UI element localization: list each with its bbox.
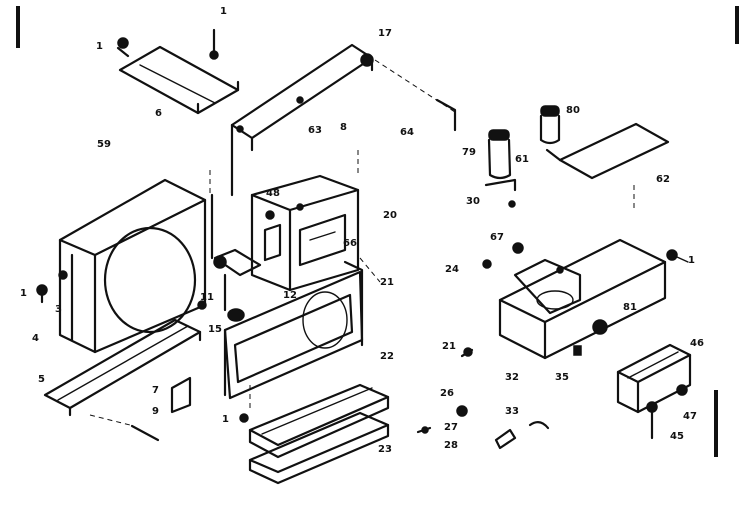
screw-30	[508, 200, 516, 208]
fitting-35	[573, 319, 608, 356]
part-label-63: 63	[308, 125, 322, 136]
top-cover-plate	[118, 45, 240, 115]
part-label-66: 66	[343, 238, 357, 249]
part-label-64: 64	[400, 127, 414, 138]
bracket-support	[210, 193, 227, 312]
motor-mount-12	[213, 248, 262, 277]
screw-26	[460, 347, 474, 358]
pin-9	[130, 424, 160, 442]
part-label-9: 9	[152, 406, 159, 417]
cover-plate-62	[545, 122, 670, 180]
part-label-17: 17	[378, 28, 392, 39]
part-label-8: 8	[340, 122, 347, 133]
capacitor-79	[484, 129, 517, 192]
part-label-80: 80	[566, 105, 580, 116]
part-label-62: 62	[656, 174, 670, 185]
blower-housing-81	[498, 238, 667, 360]
condenser-cabinet	[58, 178, 207, 354]
leader-base	[89, 414, 131, 426]
part-label-1: 1	[688, 255, 695, 266]
clip-15	[227, 308, 245, 322]
part-label-6: 6	[155, 108, 162, 119]
base-pan-22	[248, 383, 390, 459]
front-panel-21	[223, 260, 364, 400]
part-label-48: 48	[266, 188, 280, 199]
part-label-30: 30	[466, 196, 480, 207]
screw-1-right	[666, 249, 689, 263]
part-label-3: 3	[55, 304, 62, 315]
part-label-47: 47	[683, 411, 697, 422]
screw-1-left	[36, 284, 48, 304]
part-label-26: 26	[440, 388, 454, 399]
part-label-28: 28	[444, 440, 458, 451]
part-label-24: 24	[445, 264, 459, 275]
part-label-33: 33	[505, 406, 519, 417]
base-pan-23	[248, 411, 390, 485]
part-label-59: 59	[97, 139, 111, 150]
part-label-4: 4	[32, 333, 39, 344]
screw-64	[435, 98, 457, 132]
part-label-45: 45	[670, 431, 684, 442]
part-label-1: 1	[220, 6, 227, 17]
base-rail-5	[43, 318, 202, 417]
part-label-20: 20	[383, 210, 397, 221]
screw-24	[482, 259, 492, 269]
part-label-11: 11	[200, 292, 214, 303]
part-label-67: 67	[490, 232, 504, 243]
part-label-35: 35	[555, 372, 569, 383]
clip-33	[494, 421, 550, 450]
screw-1-top-left	[116, 37, 130, 58]
top-long-bracket	[230, 43, 374, 197]
part-label-1: 1	[222, 414, 229, 425]
part-label-22: 22	[380, 351, 394, 362]
screw-28	[416, 426, 432, 434]
access-cover-46	[616, 343, 692, 414]
part-label-79: 79	[462, 147, 476, 158]
part-label-1: 1	[20, 288, 27, 299]
part-label-5: 5	[38, 374, 45, 385]
bracket-7	[170, 376, 192, 414]
screw-1-panel	[239, 413, 249, 423]
part-label-1: 1	[96, 41, 103, 52]
part-label-27: 27	[444, 422, 458, 433]
part-label-15: 15	[208, 324, 222, 335]
part-label-21: 21	[442, 341, 456, 352]
part-label-7: 7	[152, 385, 159, 396]
part-label-23: 23	[378, 444, 392, 455]
capacitor-80	[539, 105, 561, 145]
part-label-21: 21	[380, 277, 394, 288]
part-label-32: 32	[505, 372, 519, 383]
screw-3	[58, 270, 68, 280]
screw-45	[646, 401, 658, 440]
screw-47	[676, 384, 688, 396]
part-label-81: 81	[623, 302, 637, 313]
nut-27	[456, 405, 468, 417]
leader-17-64	[374, 59, 456, 113]
screw-1-top	[209, 28, 219, 60]
control-box	[250, 174, 360, 292]
screw-67a	[512, 242, 524, 254]
part-label-46: 46	[690, 338, 704, 349]
part-label-12: 12	[283, 290, 297, 301]
part-label-61: 61	[515, 154, 529, 165]
